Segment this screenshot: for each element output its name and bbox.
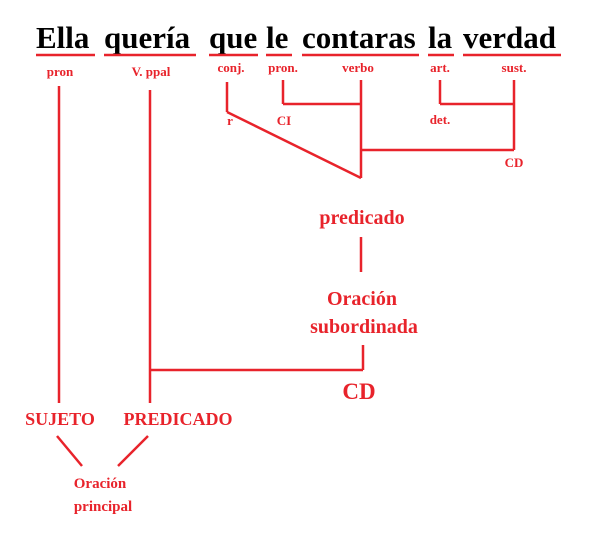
label-oracion-principal-2: principal xyxy=(74,499,132,515)
label-det: det. xyxy=(430,112,451,127)
tag-v-ppal: V. ppal xyxy=(132,64,171,79)
line-sujeto-to-principal xyxy=(56,435,83,467)
word-verdad: verdad xyxy=(463,20,556,55)
line-predicado-to-principal xyxy=(117,435,149,467)
word-ella: Ella xyxy=(36,20,90,55)
word-queria: quería xyxy=(104,20,191,55)
label-oracion-sub-2: subordinada xyxy=(310,316,418,338)
label-oracion-principal-1: Oración xyxy=(74,476,127,492)
tag-conj: conj. xyxy=(217,60,244,75)
function-labels: r CI det. CD predicado Oración subordina… xyxy=(25,112,523,515)
label-predicado-main: PREDICADO xyxy=(123,409,232,429)
word-contaras: contaras xyxy=(302,20,416,55)
label-predicado: predicado xyxy=(319,207,404,229)
tag-verbo: verbo xyxy=(342,60,374,75)
tag-art: art. xyxy=(430,60,450,75)
label-ci: CI xyxy=(277,113,291,128)
tag-sust: sust. xyxy=(502,60,527,75)
word-le: le xyxy=(266,20,288,55)
tag-pron: pron xyxy=(47,64,74,79)
label-oracion-sub-1: Oración xyxy=(327,288,397,310)
tree-lines xyxy=(56,80,516,467)
label-cd-main: CD xyxy=(342,379,375,404)
tag-pron2: pron. xyxy=(268,60,298,75)
word-la: la xyxy=(428,20,453,55)
label-sujeto: SUJETO xyxy=(25,409,95,429)
label-r: r xyxy=(227,113,233,128)
label-cd-small: CD xyxy=(505,155,524,170)
pos-tags: pron V. ppal conj. pron. verbo art. sust… xyxy=(47,60,527,79)
line-conj-diagonal xyxy=(226,110,362,180)
word-que: que xyxy=(209,20,257,55)
